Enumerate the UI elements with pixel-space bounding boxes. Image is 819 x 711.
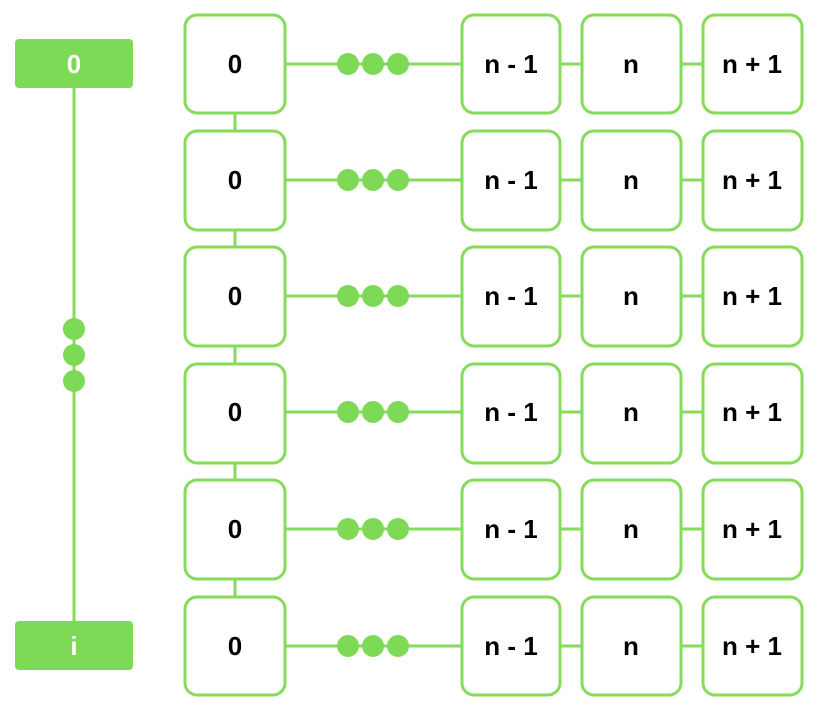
grid-row: 0 n - 1 n n + 1 bbox=[183, 362, 804, 465]
cell-current-label: n bbox=[623, 514, 639, 544]
cell-first-label: 0 bbox=[228, 397, 242, 427]
ellipsis-dot bbox=[387, 53, 409, 75]
ellipsis-dot bbox=[362, 635, 384, 657]
cell-current bbox=[580, 13, 683, 115]
cell-next-label: n + 1 bbox=[722, 49, 782, 79]
index-tag-bottom-label: i bbox=[70, 631, 77, 661]
cell-prev-label: n - 1 bbox=[484, 49, 537, 79]
index-ellipsis bbox=[63, 318, 85, 392]
cell-first-label: 0 bbox=[228, 514, 242, 544]
cell-first-label: 0 bbox=[228, 631, 242, 661]
cell-next-label: n + 1 bbox=[722, 165, 782, 195]
cell-first bbox=[183, 595, 287, 697]
cell-current-label: n bbox=[623, 165, 639, 195]
cell-first bbox=[183, 362, 287, 465]
cell-prev bbox=[460, 362, 562, 465]
cell-prev-label: n - 1 bbox=[484, 165, 537, 195]
cell-current bbox=[580, 129, 683, 232]
ellipsis-dot bbox=[387, 635, 409, 657]
ellipsis-dot bbox=[362, 518, 384, 540]
ellipsis-dot bbox=[337, 169, 359, 191]
cell-first-label: 0 bbox=[228, 165, 242, 195]
cell-prev bbox=[460, 595, 562, 697]
cell-next bbox=[701, 478, 804, 581]
cell-current bbox=[580, 595, 683, 697]
cell-current-label: n bbox=[623, 49, 639, 79]
cell-next bbox=[701, 13, 804, 115]
cell-prev-label: n - 1 bbox=[484, 397, 537, 427]
ellipsis-dot bbox=[337, 285, 359, 307]
cell-current bbox=[580, 478, 683, 581]
cell-next-label: n + 1 bbox=[722, 631, 782, 661]
cell-next-label: n + 1 bbox=[722, 281, 782, 311]
cell-current bbox=[580, 362, 683, 465]
ellipsis-dot bbox=[337, 635, 359, 657]
ellipsis-dot bbox=[337, 518, 359, 540]
grid-row: 0 n - 1 n n + 1 bbox=[183, 13, 804, 115]
cell-prev-label: n - 1 bbox=[484, 631, 537, 661]
cell-first-label: 0 bbox=[228, 49, 242, 79]
cell-first bbox=[183, 13, 287, 115]
ellipsis-dot bbox=[362, 285, 384, 307]
cell-prev-label: n - 1 bbox=[484, 514, 537, 544]
cell-next bbox=[701, 362, 804, 465]
ellipsis-dot bbox=[362, 53, 384, 75]
cell-current bbox=[580, 245, 683, 348]
index-tag-bottom bbox=[15, 621, 133, 670]
cell-next bbox=[701, 245, 804, 348]
cell-prev bbox=[460, 129, 562, 232]
ellipsis-dot bbox=[63, 344, 85, 366]
ellipsis-dot bbox=[337, 401, 359, 423]
index-column: 0 i bbox=[15, 39, 133, 670]
cell-first bbox=[183, 129, 287, 232]
ellipsis-dot bbox=[63, 318, 85, 340]
grid-row: 0 n - 1 n n + 1 bbox=[183, 245, 804, 348]
cell-prev bbox=[460, 245, 562, 348]
cell-first bbox=[183, 245, 287, 348]
grid-row: 0 n - 1 n n + 1 bbox=[183, 478, 804, 581]
ellipsis-dot bbox=[387, 285, 409, 307]
cell-prev bbox=[460, 13, 562, 115]
cell-current-label: n bbox=[623, 281, 639, 311]
ellipsis-dot bbox=[387, 401, 409, 423]
index-tag-top-label: 0 bbox=[67, 49, 81, 79]
grid-row: 0 n - 1 n n + 1 bbox=[183, 595, 804, 697]
ellipsis-dot bbox=[63, 370, 85, 392]
cell-current-label: n bbox=[623, 397, 639, 427]
ellipsis-dot bbox=[337, 53, 359, 75]
cell-current-label: n bbox=[623, 631, 639, 661]
cell-first bbox=[183, 478, 287, 581]
ellipsis-dot bbox=[362, 401, 384, 423]
cell-first-label: 0 bbox=[228, 281, 242, 311]
cell-next bbox=[701, 595, 804, 697]
cell-next-label: n + 1 bbox=[722, 397, 782, 427]
grid-row: 0 n - 1 n n + 1 bbox=[183, 129, 804, 232]
cell-prev-label: n - 1 bbox=[484, 281, 537, 311]
cell-next bbox=[701, 129, 804, 232]
ellipsis-dot bbox=[387, 169, 409, 191]
ellipsis-dot bbox=[387, 518, 409, 540]
ellipsis-dot bbox=[362, 169, 384, 191]
index-tag-top bbox=[15, 39, 133, 88]
cell-prev bbox=[460, 478, 562, 581]
cell-next-label: n + 1 bbox=[722, 514, 782, 544]
